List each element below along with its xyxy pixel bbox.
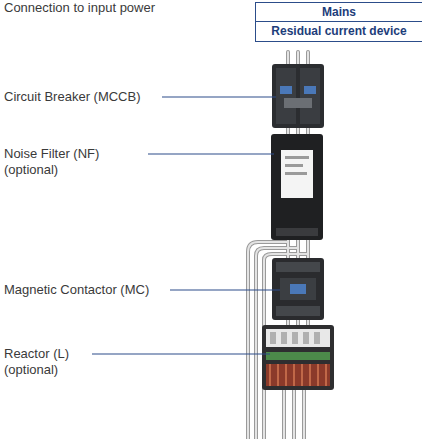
magnetic-contactor	[272, 258, 324, 320]
box-body: Residual current device	[256, 22, 422, 40]
part-name: Noise Filter (NF) (optional)	[4, 146, 119, 178]
reactor	[262, 325, 334, 390]
circuit-breaker	[272, 64, 324, 128]
supply-header-box: MainsResidual current device	[255, 2, 422, 42]
part-name: Reactor (L) (optional)	[4, 346, 86, 378]
box-heading: Mains	[256, 3, 422, 22]
leader-lines	[92, 97, 280, 354]
part-name: Magnetic Contactor (MC)	[4, 282, 174, 298]
section-heading: Connection to input power	[4, 0, 204, 16]
part-name: Circuit Breaker (MCCB)	[4, 89, 164, 105]
noise-filter	[271, 134, 323, 240]
